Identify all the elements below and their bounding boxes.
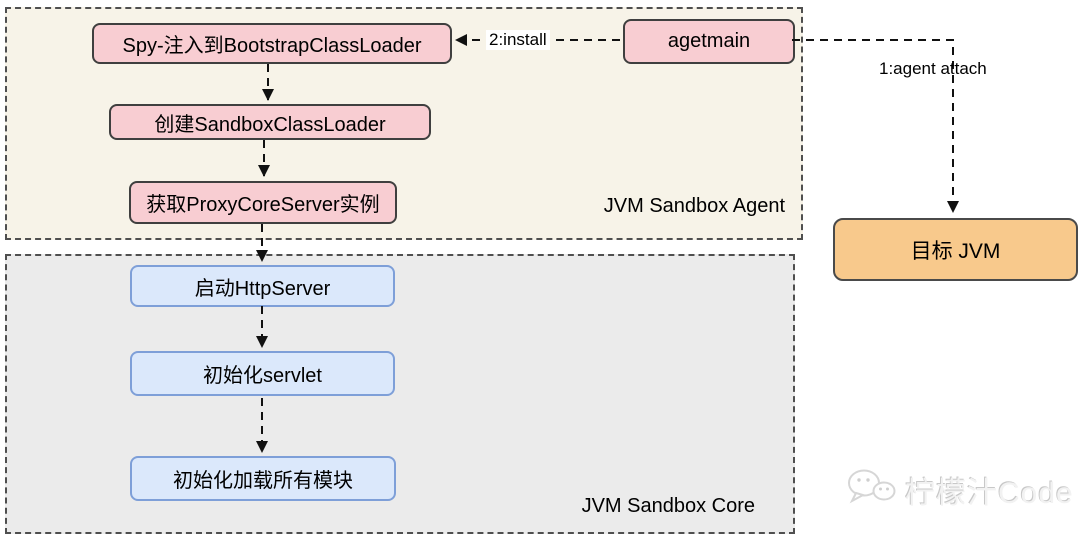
watermark-text: 柠檬汁Code: [905, 476, 1074, 510]
wechat-icon: [843, 464, 901, 515]
edge-label-agent-attach: 1:agent attach: [879, 59, 987, 78]
group-label-core: JVM Sandbox Core: [581, 495, 755, 517]
node-create-sandbox-classloader: 创建SandboxClassLoader: [109, 104, 431, 140]
node-init-servlet: 初始化servlet: [130, 351, 395, 396]
watermark: 柠檬汁Code: [843, 464, 1074, 515]
node-init-load-all-modules: 初始化加载所有模块: [130, 456, 396, 501]
group-jvm-sandbox-core: JVM Sandbox Core 启动HttpServer 初始化servlet…: [5, 254, 795, 534]
edge-label-install: 2:install: [486, 30, 550, 50]
node-spy-inject-bootstrap-classloader: Spy-注入到BootstrapClassLoader: [92, 23, 452, 64]
group-label-agent: JVM Sandbox Agent: [603, 195, 785, 217]
node-agetmain: agetmain: [623, 19, 795, 64]
group-jvm-sandbox-agent: JVM Sandbox Agent Spy-注入到BootstrapClassL…: [5, 7, 803, 240]
node-start-httpserver: 启动HttpServer: [130, 265, 395, 307]
node-get-proxycoreserver-instance: 获取ProxyCoreServer实例: [129, 181, 397, 224]
node-target-jvm: 目标 JVM: [833, 218, 1078, 281]
